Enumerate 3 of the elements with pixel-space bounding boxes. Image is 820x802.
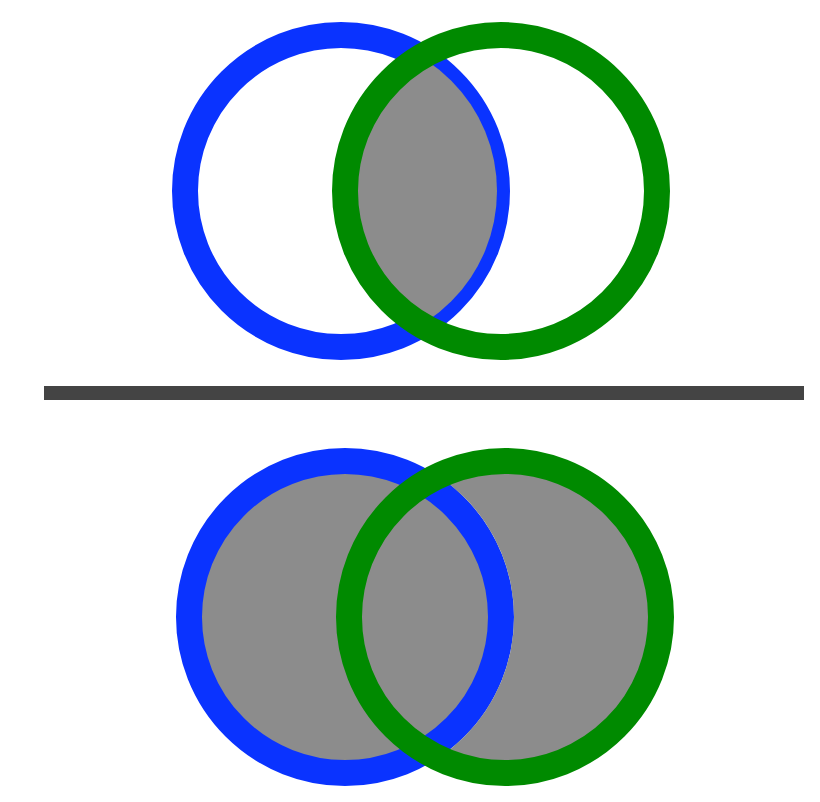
ring-circle [171, 21, 509, 359]
ring-circle [335, 447, 673, 785]
ring-circle [331, 21, 669, 359]
